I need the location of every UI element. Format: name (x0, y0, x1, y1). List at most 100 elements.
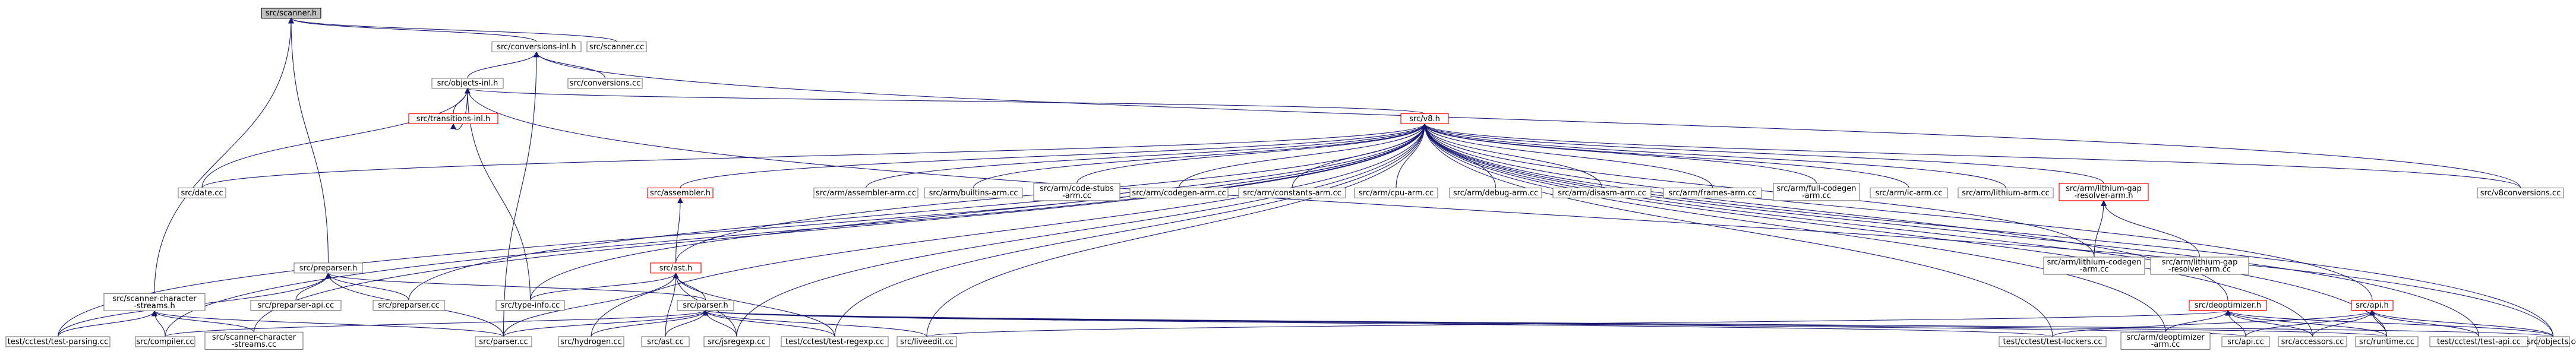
node-label: -resolver-arm.h (2074, 191, 2133, 200)
include-edge (57, 310, 157, 337)
node-label: src/conversions.cc (570, 79, 641, 88)
include-edge (973, 123, 1428, 188)
node-api-h[interactable]: src/api.h (2351, 300, 2394, 311)
include-edge (1422, 123, 2554, 337)
include-edge (201, 87, 471, 188)
node-compiler-cc[interactable]: src/compiler.cc (135, 336, 195, 347)
node-label: src/scanner-character (212, 333, 296, 342)
node-test-api-cc[interactable]: test/cctest/test-api.cc (2429, 336, 2528, 347)
node-arm-full-codegen-arm-cc[interactable]: src/arm/full-codegen-arm.cc (1773, 183, 1860, 201)
include-edge (736, 123, 1428, 337)
node-scanner-h[interactable]: src/scanner.h (261, 8, 321, 19)
node-arm-lithium-codegen-arm-cc[interactable]: src/arm/lithium-codegen-arm.cc (2043, 257, 2145, 275)
include-edge (2225, 309, 2313, 337)
node-label: src/hydrogen.cc (560, 337, 621, 346)
node-label: src/arm/assembler-arm.cc (816, 189, 916, 198)
include-edge (503, 51, 539, 337)
node-assembler-h[interactable]: src/assembler.h (647, 187, 714, 198)
node-parser-cc[interactable]: src/parser.cc (475, 336, 532, 347)
include-edge (2245, 309, 2375, 337)
node-arm-ic-arm-cc[interactable]: src/arm/ic-arm.cc (1870, 187, 1948, 198)
node-arm-lithium-gap-resolver-arm-h[interactable]: src/arm/lithium-gap-resolver-arm.h (2059, 183, 2149, 201)
node-label: src/objects.cc (2527, 337, 2576, 346)
include-edge (465, 87, 531, 300)
include-edge (703, 309, 2053, 337)
node-arm-constants-arm-cc[interactable]: src/arm/constants-arm.cc (1238, 187, 1346, 198)
node-label: src/arm/ic-arm.cc (1875, 189, 1942, 198)
node-arm-builtins-arm-cc[interactable]: src/arm/builtins-arm.cc (924, 187, 1023, 198)
node-arm-deoptimizer-arm-cc[interactable]: src/arm/deoptimizer-arm.cc (2120, 331, 2211, 350)
node-objects-cc[interactable]: src/objects.cc (2527, 336, 2576, 347)
node-arm-code-stubs-arm-cc[interactable]: src/arm/code-stubs-arm.cc (1033, 183, 1120, 201)
node-label: src/transitions-inl.h (416, 115, 491, 124)
node-runtime-cc[interactable]: src/runtime.cc (2355, 336, 2419, 347)
node-scanner-cc[interactable]: src/scanner.cc (586, 41, 647, 52)
include-edge (529, 272, 679, 300)
node-label: src/v8.h (1409, 115, 1440, 124)
include-edge (2094, 200, 2107, 257)
node-arm-codegen-arm-cc[interactable]: src/arm/codegen-arm.cc (1129, 187, 1229, 198)
node-label: src/v8conversions.cc (2480, 189, 2561, 198)
node-preparser-cc[interactable]: src/preparser.cc (372, 300, 445, 311)
node-v8-h[interactable]: src/v8.h (1400, 113, 1449, 125)
include-edge (288, 17, 537, 42)
include-edge (673, 272, 835, 337)
node-type-info-cc[interactable]: src/type-info.cc (495, 300, 565, 311)
node-label: src/arm/code-stubs (1040, 184, 1114, 193)
node-label: src/accessors.cc (2281, 337, 2344, 346)
node-scanner-character-streams-h[interactable]: src/scanner-character-streams.h (103, 293, 206, 311)
node-transitions-inl-h[interactable]: src/transitions-inl.h (408, 113, 498, 125)
node-v8conversions-cc[interactable]: src/v8conversions.cc (2477, 187, 2564, 198)
include-edge (1178, 123, 1428, 188)
node-accessors-cc[interactable]: src/accessors.cc (2278, 336, 2347, 347)
include-edge (1422, 123, 2006, 188)
node-preparser-h[interactable]: src/preparser.h (293, 262, 363, 274)
node-label: src/arm/disasm-arm.cc (1558, 189, 1646, 198)
node-scanner-character-streams-cc[interactable]: src/scanner-character-streams.cc (204, 331, 304, 350)
include-edge (165, 123, 1428, 337)
node-hydrogen-cc[interactable]: src/hydrogen.cc (558, 336, 624, 347)
node-label: -arm.cc (1062, 191, 1091, 200)
node-api-cc[interactable]: src/api.cc (2221, 336, 2270, 347)
node-label: src/arm/full-codegen (1776, 184, 1856, 193)
node-ast-h[interactable]: src/ast.h (650, 262, 702, 274)
node-label: -arm.cc (2151, 340, 2180, 349)
include-edge (703, 309, 2554, 337)
node-conversions-cc[interactable]: src/conversions.cc (567, 78, 643, 89)
node-label: -streams.h (134, 302, 175, 311)
node-arm-lithium-arm-cc[interactable]: src/arm/lithium-arm.cc (1958, 187, 2054, 198)
node-ast-cc[interactable]: src/ast.cc (641, 336, 690, 347)
include-edge (2225, 309, 2554, 337)
include-edge (325, 272, 706, 301)
include-edge (1076, 123, 1428, 183)
node-label: src/arm/lithium-arm.cc (1962, 189, 2049, 198)
node-label: src/parser.cc (479, 337, 528, 346)
node-liveedit-cc[interactable]: src/liveedit.cc (896, 336, 957, 347)
node-deoptimizer-h[interactable]: src/deoptimizer.h (2189, 300, 2267, 311)
node-arm-debug-arm-cc[interactable]: src/arm/debug-arm.cc (1449, 187, 1542, 198)
include-edge (154, 17, 294, 294)
include-edge (295, 272, 332, 300)
node-jsregexp-cc[interactable]: src/jsregexp.cc (703, 336, 770, 347)
node-arm-frames-arm-cc[interactable]: src/arm/frames-arm.cc (1663, 187, 1762, 198)
node-arm-disasm-arm-cc[interactable]: src/arm/disasm-arm.cc (1552, 187, 1652, 198)
node-arm-cpu-arm-cc[interactable]: src/arm/cpu-arm.cc (1354, 187, 1438, 198)
include-edge (1422, 123, 2313, 337)
node-label: src/preparser.cc (378, 301, 440, 310)
node-arm-lithium-gap-resolver-arm-cc[interactable]: src/arm/lithium-gap-resolver-arm.cc (2150, 257, 2249, 275)
node-conversions-inl-h[interactable]: src/conversions-inl.h (491, 41, 582, 52)
node-parser-h[interactable]: src/parser.h (677, 300, 734, 311)
node-test-lockers-cc[interactable]: test/cctest/test-lockers.cc (1999, 336, 2107, 347)
node-test-parsing-cc[interactable]: test/cctest/test-parsing.cc (5, 336, 111, 347)
node-date-cc[interactable]: src/date.cc (178, 187, 226, 198)
node-arm-assembler-arm-cc[interactable]: src/arm/assembler-arm.cc (813, 187, 918, 198)
node-label: src/api.cc (2227, 337, 2264, 346)
include-edge (533, 51, 606, 78)
node-objects-inl-h[interactable]: src/objects-inl.h (431, 78, 504, 89)
node-label: src/scanner.h (266, 9, 317, 18)
node-preparser-api-cc[interactable]: src/preparser-api.cc (250, 300, 342, 311)
node-label: src/arm/frames-arm.cc (1669, 189, 1757, 198)
include-edge (926, 123, 1428, 337)
node-label: src/conversions-inl.h (497, 43, 576, 52)
node-test-regexp-cc[interactable]: test/cctest/test-regexp.cc (781, 336, 889, 347)
